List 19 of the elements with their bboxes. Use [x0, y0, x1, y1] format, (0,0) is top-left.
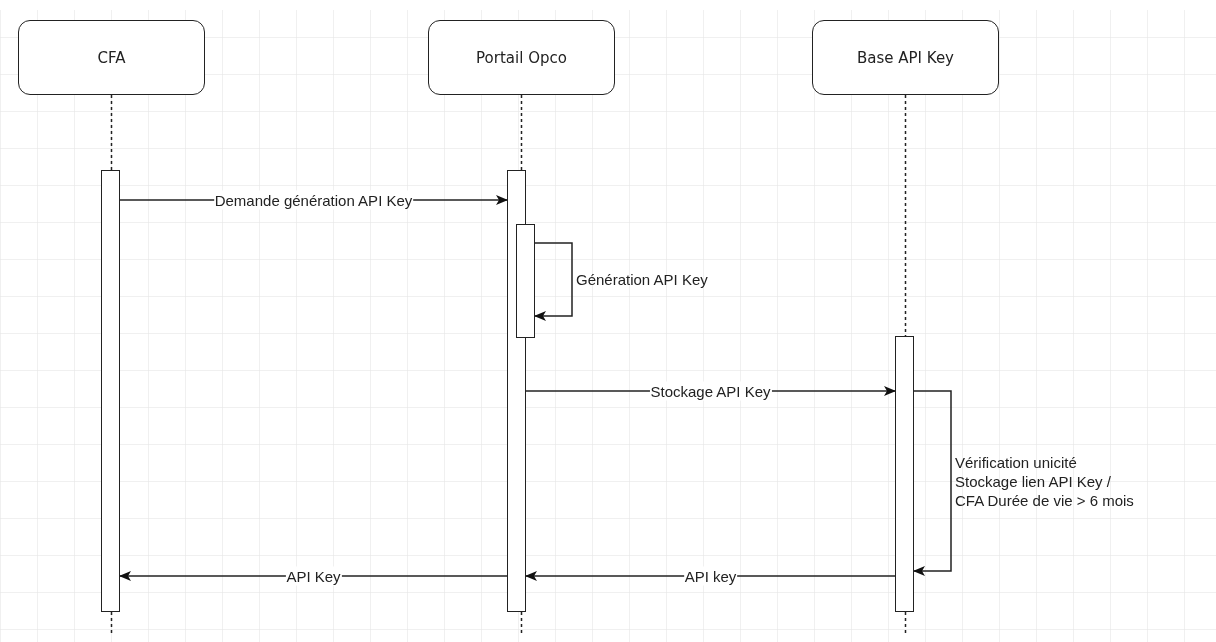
message-arrow	[913, 390, 952, 576]
activation-bar	[895, 336, 914, 612]
activation-bar	[516, 224, 535, 338]
message-arrow	[119, 571, 508, 581]
activation-bar	[101, 170, 120, 612]
edge-label: Demande génération API Key	[213, 190, 414, 210]
lifeline	[110, 94, 113, 171]
participant-box	[18, 20, 205, 95]
edge-label: Vérification unicité Stockage lien API Key / CFA Durée de vie > 6 mois	[955, 452, 1135, 510]
edge-label: API Key	[285, 566, 342, 586]
message-arrow	[534, 242, 573, 321]
lifeline	[520, 94, 523, 171]
edge-label: Génération API Key	[576, 270, 709, 289]
participant-label: CFA	[97, 48, 126, 67]
participant-box	[428, 20, 615, 95]
participant-label: Base API Key	[857, 48, 954, 67]
edge-label: Stockage API Key	[649, 381, 772, 401]
participant-label: Portail Opco	[476, 48, 567, 67]
participant-box	[812, 20, 999, 95]
